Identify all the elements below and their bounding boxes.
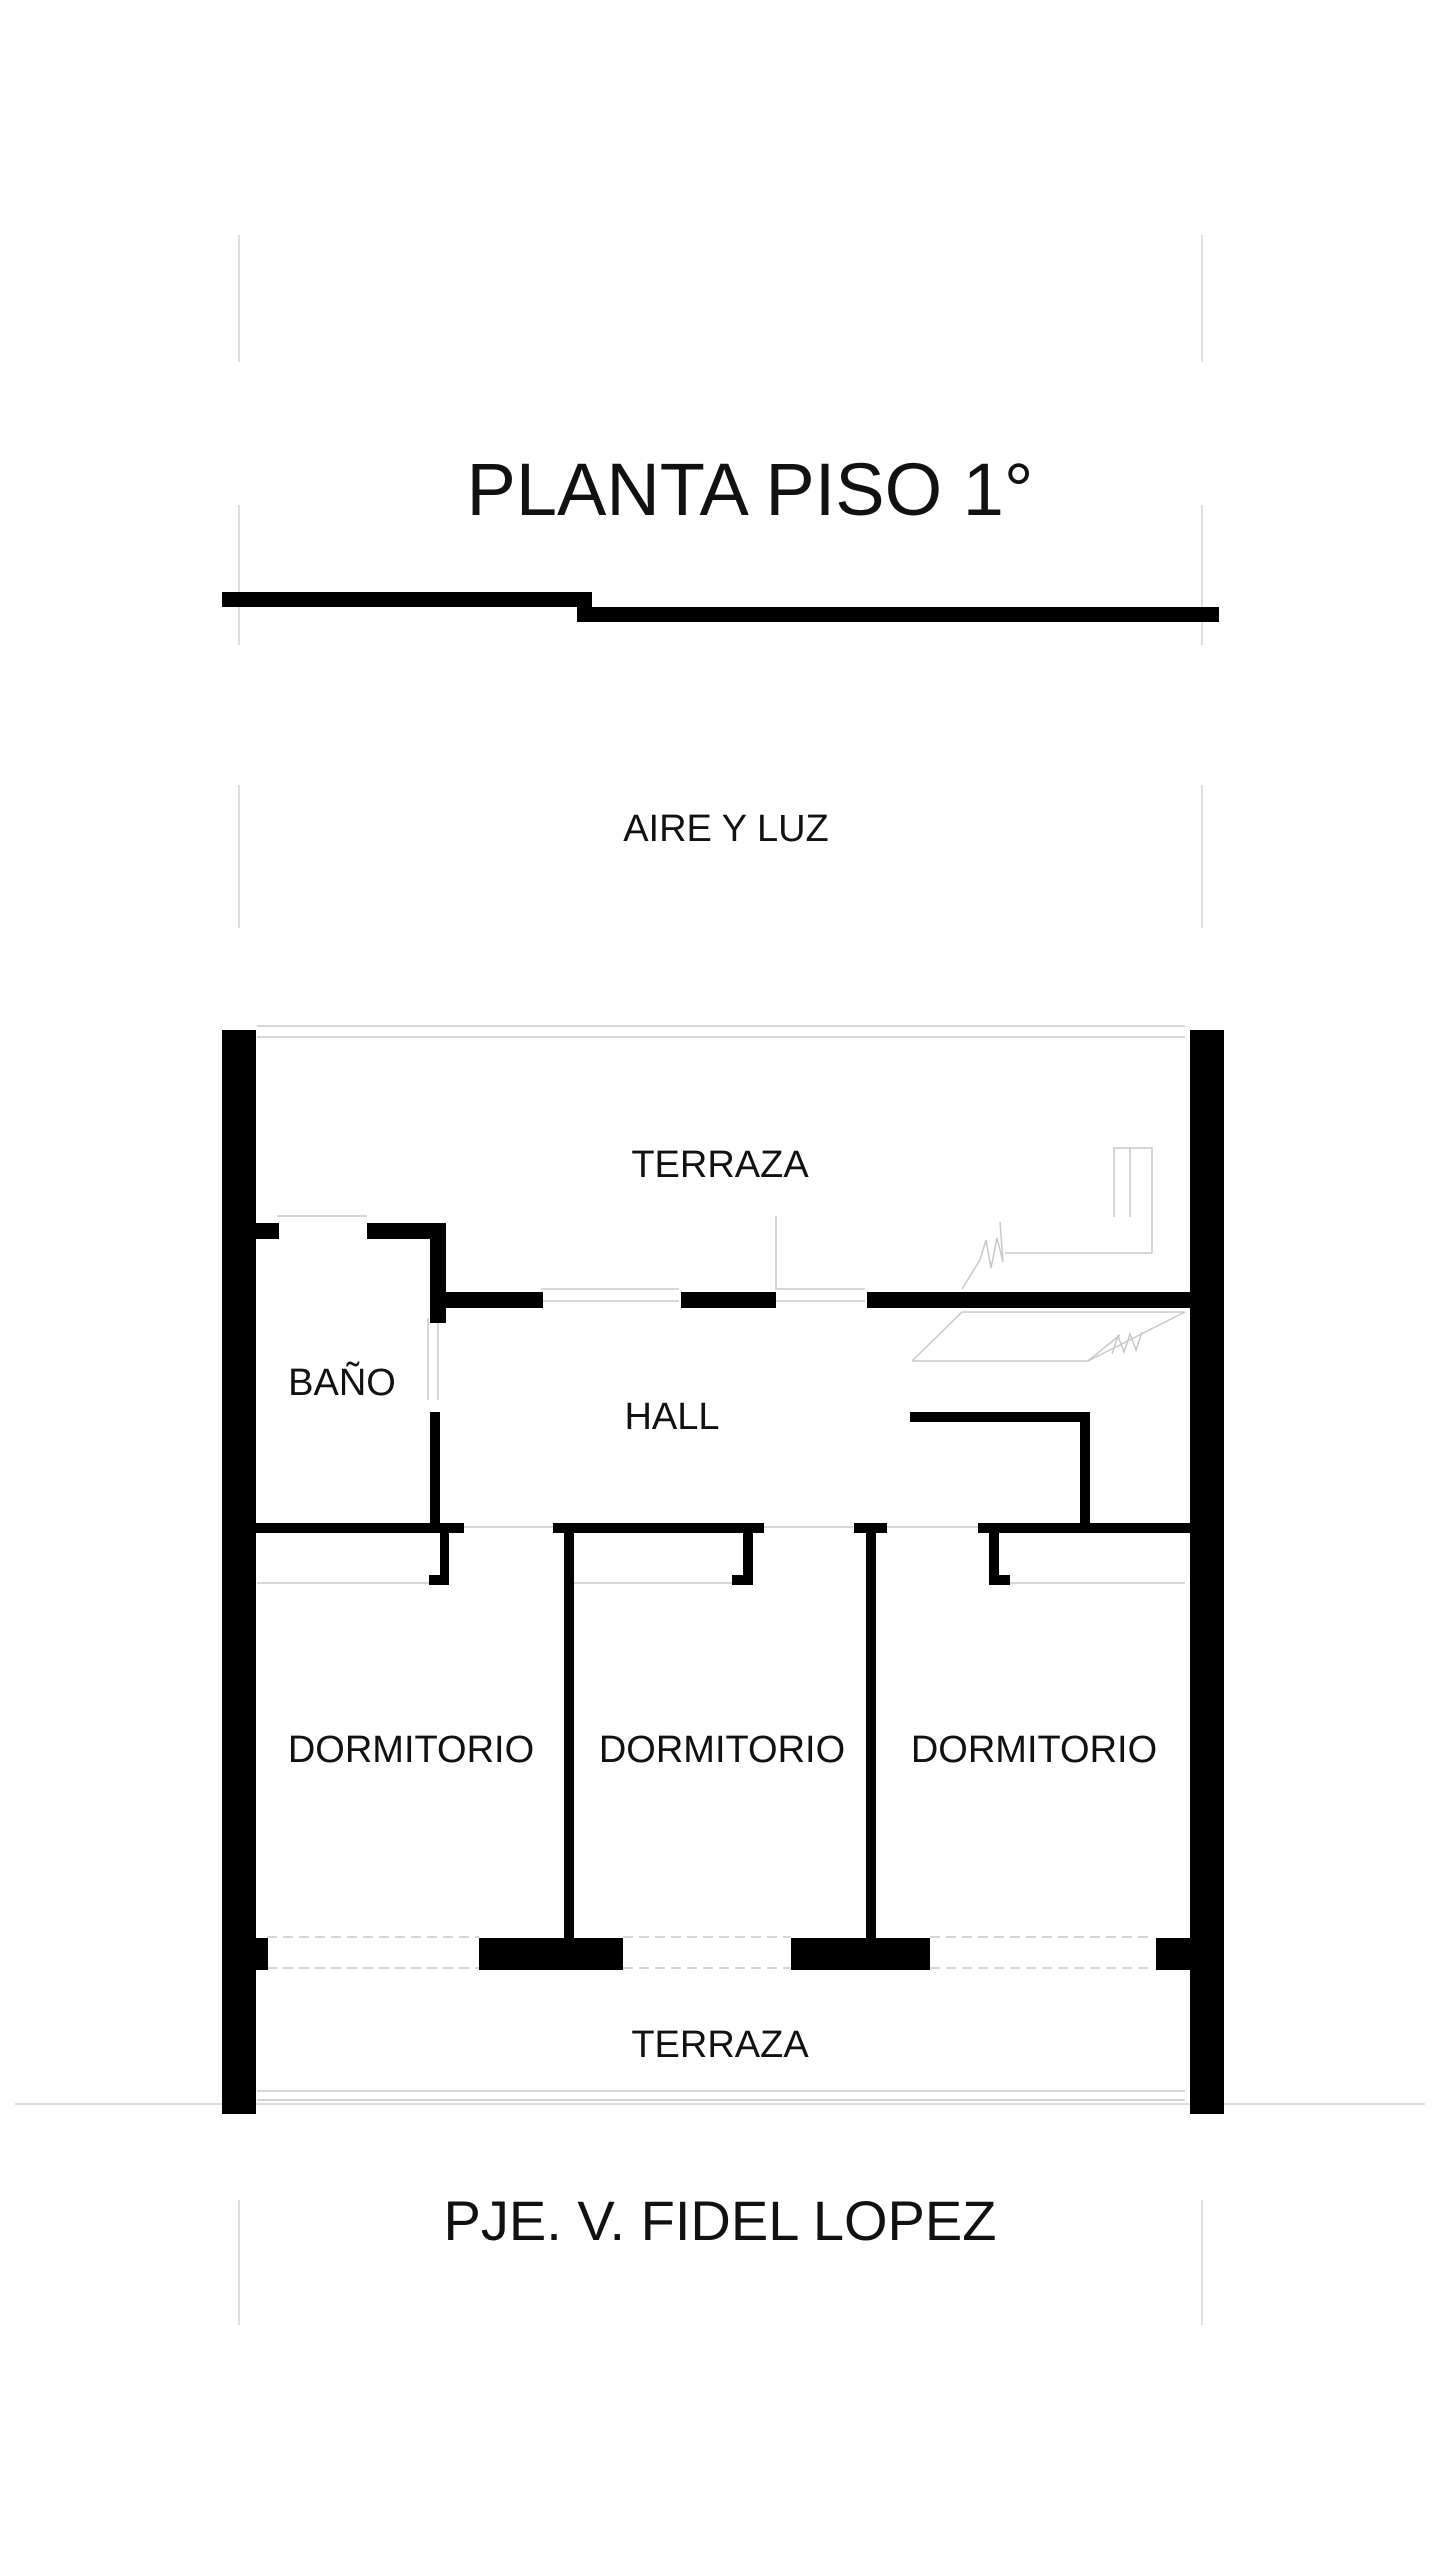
- boundary-wall: [222, 592, 1219, 622]
- street-name: PJE. V. FIDEL LOPEZ: [444, 2189, 997, 2252]
- room-label-hall: HALL: [624, 1396, 719, 1438]
- thin-lines: [257, 1025, 1186, 2101]
- walls: [222, 1030, 1224, 2114]
- plan-title: PLANTA PISO 1°: [467, 448, 1034, 531]
- room-label-terraza-front: TERRAZA: [631, 1144, 809, 1186]
- room-label-dormitorio-2: DORMITORIO: [599, 1729, 845, 1771]
- room-label-aire-y-luz: AIRE Y LUZ: [623, 808, 829, 850]
- room-label-dormitorio-3: DORMITORIO: [911, 1729, 1157, 1771]
- labels: PLANTA PISO 1° AIRE Y LUZ TERRAZA BAÑO H…: [288, 448, 1157, 2252]
- room-label-dormitorio-1: DORMITORIO: [288, 1729, 534, 1771]
- room-label-bano: BAÑO: [288, 1361, 396, 1404]
- room-label-terraza-rear: TERRAZA: [631, 2024, 809, 2066]
